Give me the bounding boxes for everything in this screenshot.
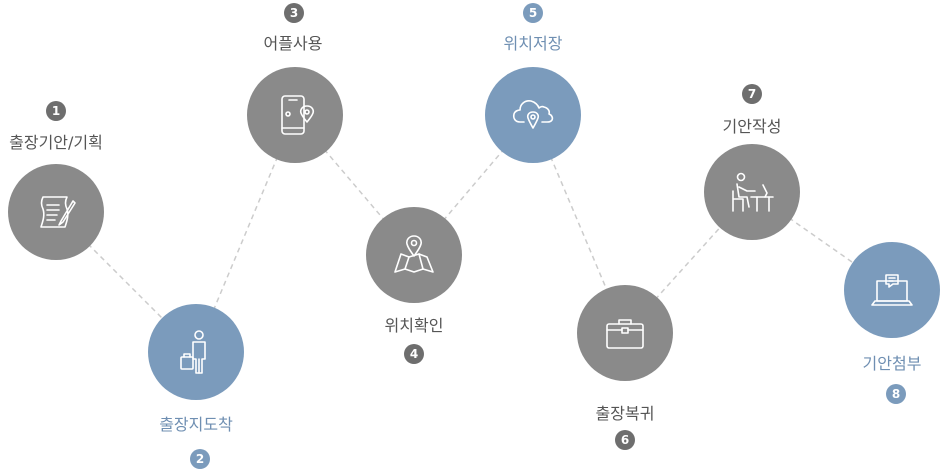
step-1-node	[8, 164, 104, 260]
step-6-node	[577, 285, 673, 381]
step-7-node	[704, 144, 800, 240]
phone-location-icon	[281, 95, 315, 135]
step-8-badge: 8	[886, 384, 906, 404]
connector-2-3	[195, 114, 296, 353]
step-7-badge: 7	[742, 84, 762, 104]
step-6-badge: 6	[615, 430, 635, 450]
step-6-label: 출장복귀	[595, 404, 655, 423]
step-8-label: 기안첨부	[862, 354, 922, 373]
step-4-label: 위치확인	[384, 316, 444, 335]
step-8-node	[844, 242, 940, 338]
step-4-node	[366, 207, 462, 303]
document-pen-icon	[40, 196, 76, 228]
map-pin-icon	[394, 235, 434, 273]
step-2-node	[148, 304, 244, 400]
step-3-badge: 3	[284, 3, 304, 23]
step-3-label: 어플사용	[263, 34, 323, 53]
step-5-badge: 5	[523, 3, 543, 23]
briefcase-icon	[606, 319, 644, 349]
traveler-luggage-icon	[180, 330, 206, 374]
step-2-label: 출장지도착	[159, 415, 233, 434]
laptop-chat-icon	[871, 274, 913, 306]
step-1-badge: 1	[46, 101, 66, 121]
step-7-label: 기안작성	[722, 117, 782, 136]
step-5-label: 위치저장	[503, 34, 563, 53]
step-2-badge: 2	[190, 449, 210, 469]
step-4-badge: 4	[404, 344, 424, 364]
step-3-node	[247, 67, 343, 163]
person-at-desk-icon	[732, 172, 774, 212]
cloud-pin-icon	[512, 100, 554, 129]
step-1-label: 출장기안/기획	[9, 133, 103, 152]
step-5-node	[485, 67, 581, 163]
